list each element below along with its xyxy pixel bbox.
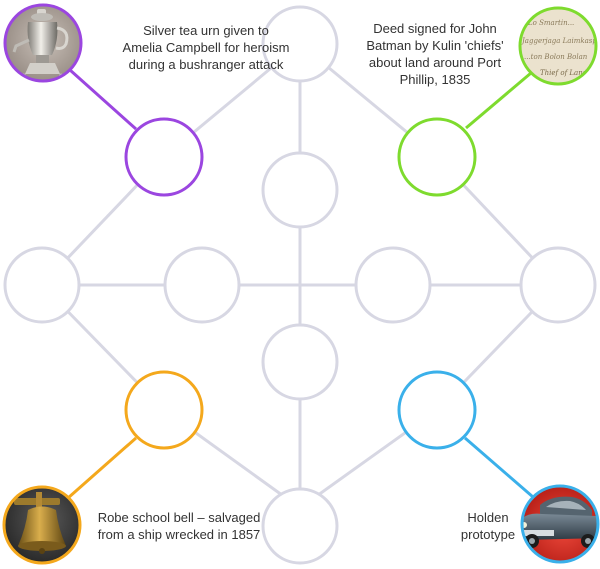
holden-caption: Holden prototype <box>448 509 528 543</box>
urn-caption: Silver tea urn given to Amelia Campbell … <box>86 22 326 73</box>
urn-caption-line: Amelia Campbell for heroism <box>122 40 290 55</box>
node-upper-center <box>261 151 339 229</box>
node-inner-left <box>163 246 241 324</box>
bell-caption-line: from a ship wrecked in 1857 <box>97 527 261 542</box>
urn-caption-line: Silver tea urn given to <box>143 23 269 38</box>
node-bottom <box>261 487 339 565</box>
deed-script-line-1: Lo Smartin... <box>527 19 574 27</box>
deed-caption-line: Batman by Kulin 'chiefs' <box>366 38 504 53</box>
brass-bell-photo <box>2 485 82 565</box>
holden-caption-line: Holden <box>467 510 509 525</box>
node-inner-right <box>354 246 432 324</box>
deed-caption: Deed signed for John Batman by Kulin 'ch… <box>340 20 530 88</box>
holden-caption-line: prototype <box>460 527 516 542</box>
holden-connector <box>464 436 534 499</box>
deed-script-line-3: ...ton Bolon Bolan <box>524 53 588 61</box>
node-lower-center <box>261 323 339 401</box>
vintage-car-photo <box>520 484 600 564</box>
node-right <box>519 246 597 324</box>
node-top <box>261 5 339 83</box>
node-blue <box>397 370 477 450</box>
urn-connector <box>69 68 137 131</box>
bell-caption: Robe school bell – salvaged from a ship … <box>84 509 274 543</box>
bell-caption-line: Robe school bell – salvaged <box>97 510 261 525</box>
node-green <box>397 117 477 197</box>
node-left <box>3 246 81 324</box>
urn-caption-line: during a bushranger attack <box>128 57 284 72</box>
deed-script-line-4: Thief of Land <box>540 69 588 77</box>
deed-caption-line: Deed signed for John <box>373 21 497 36</box>
tea-urn-photo <box>3 3 83 83</box>
deed-caption-line: about land around Port <box>368 55 502 70</box>
deed-caption-line: Phillip, 1835 <box>399 72 471 87</box>
handwritten-deed-photo: Lo Smartin... Jaggerjaga Laimkaspa ...to… <box>518 6 600 86</box>
node-orange <box>124 370 204 450</box>
deed-connector <box>465 71 532 130</box>
deed-script-line-2: Jaggerjaga Laimkaspa <box>520 37 600 45</box>
node-purple <box>124 117 204 197</box>
bell-connector <box>67 436 137 500</box>
